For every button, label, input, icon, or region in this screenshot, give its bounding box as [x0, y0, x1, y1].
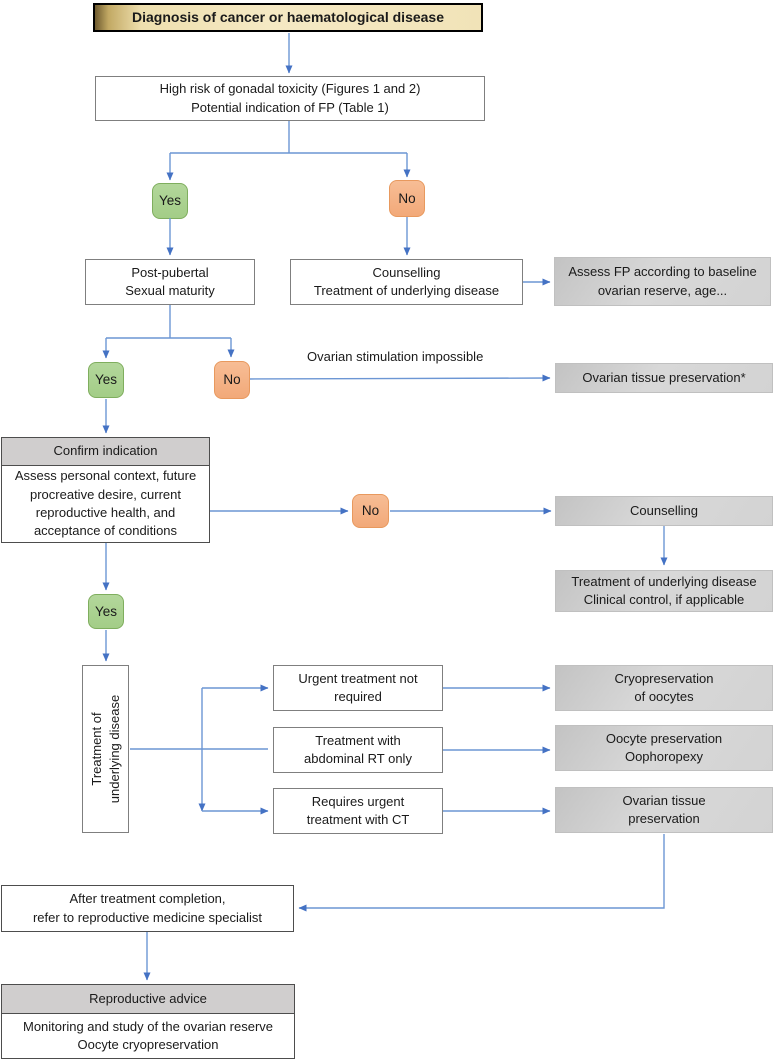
- abdominal-rt-line1: Treatment with: [315, 732, 401, 748]
- no-label: No: [361, 503, 380, 519]
- connector-vertical-branch: [130, 688, 268, 811]
- treatment-clinical-line1: Treatment of underlying disease: [571, 573, 757, 589]
- counselling-treatment-box: Counselling Treatment of underlying dise…: [290, 259, 523, 305]
- reproductive-body-line2: Oocyte cryopreservation: [77, 1037, 219, 1052]
- confirm-body-line4: acceptance of conditions: [33, 523, 178, 539]
- ovarian-tissue-preservation-star-text: Ovarian tissue preservation*: [582, 369, 746, 385]
- confirm-indication-header: Confirm indication: [2, 438, 209, 466]
- after-treatment-box: After treatment completion, refer to rep…: [1, 885, 294, 932]
- treatment-vertical-text: Treatment of underlying disease: [83, 665, 129, 833]
- connector-no2-ovariantissue: [249, 374, 551, 382]
- treatment-clinical-control-box: Treatment of underlying disease Clinical…: [555, 570, 773, 612]
- after-treatment-line2: refer to reproductive medicine specialis…: [32, 909, 263, 925]
- oocyte-preservation-oophoropexy-box: Oocyte preservation Oophoropexy: [555, 725, 773, 771]
- post-pubertal-line1: Post-pubertal: [131, 264, 209, 280]
- treatment-abdominal-rt-box: Treatment with abdominal RT only: [273, 727, 443, 773]
- reproductive-advice-body: Monitoring and study of the ovarian rese…: [2, 1014, 294, 1058]
- decision-yes-2: Yes: [88, 362, 124, 398]
- cryo-line2: of oocytes: [634, 689, 694, 704]
- post-pubertal-line2: Sexual maturity: [125, 283, 215, 298]
- no-label: No: [398, 190, 416, 206]
- treatment-underlying-disease-vertical-box: Treatment of underlying disease: [82, 665, 129, 833]
- urgent-not-line2: required: [334, 689, 382, 704]
- decision-no-1: No: [389, 180, 425, 217]
- after-treatment-line1: After treatment completion,: [69, 891, 226, 907]
- decision-no-3: No: [352, 494, 389, 528]
- connector-postpubertal-split: [106, 305, 231, 339]
- treatment-clinical-line2: Clinical control, if applicable: [583, 592, 745, 607]
- reproductive-advice-header: Reproductive advice: [2, 985, 294, 1014]
- post-pubertal-box: Post-pubertal Sexual maturity: [85, 259, 255, 305]
- reproductive-body-line1: Monitoring and study of the ovarian rese…: [22, 1018, 274, 1034]
- ovarian-tissue-line1: Ovarian tissue: [622, 792, 706, 808]
- urgent-treatment-not-required-box: Urgent treatment not required: [273, 665, 443, 711]
- decision-no-2: No: [214, 361, 250, 399]
- confirm-body-line3: reproductive health, and: [35, 505, 176, 520]
- yes-label: Yes: [94, 372, 118, 388]
- confirm-indication-title: Confirm indication: [53, 443, 158, 459]
- assess-fp-box: Assess FP according to baseline ovarian …: [554, 257, 771, 306]
- urgent-not-line1: Urgent treatment not: [298, 670, 418, 686]
- ovarian-tissue-preservation-box: Ovarian tissue preservation: [555, 787, 773, 833]
- high-risk-line2: Potential indication of FP (Table 1): [191, 99, 389, 115]
- ovarian-stimulation-impossible-label: Ovarian stimulation impossible: [307, 349, 484, 364]
- connector-highrisk-split: [170, 121, 407, 154]
- oocyte-line1: Oocyte preservation: [605, 730, 723, 746]
- confirm-body-line1: Assess personal context, future: [14, 468, 197, 484]
- ovarian-tissue-line2: preservation: [628, 811, 700, 826]
- abdominal-rt-line2: abdominal RT only: [304, 751, 412, 766]
- assess-fp-line2: ovarian reserve, age...: [597, 282, 728, 298]
- title-box: Diagnosis of cancer or haematological di…: [93, 3, 483, 32]
- reproductive-advice-box: Reproductive advice Monitoring and study…: [1, 984, 295, 1059]
- confirm-indication-box: Confirm indication Assess personal conte…: [1, 437, 210, 543]
- oocyte-line2: Oophoropexy: [624, 749, 704, 764]
- reproductive-advice-title: Reproductive advice: [89, 990, 207, 1006]
- yes-label: Yes: [94, 603, 118, 619]
- cryo-line1: Cryopreservation: [614, 670, 714, 686]
- assess-fp-line1: Assess FP according to baseline: [568, 264, 757, 280]
- ovarian-tissue-preservation-star-box: Ovarian tissue preservation*: [555, 363, 773, 393]
- counselling-box: Counselling: [555, 496, 773, 526]
- high-risk-box: High risk of gonadal toxicity (Figures 1…: [95, 76, 485, 121]
- high-risk-line1: High risk of gonadal toxicity (Figures 1…: [159, 81, 421, 97]
- confirm-indication-body: Assess personal context, future procreat…: [2, 466, 209, 542]
- urgent-ct-line1: Requires urgent: [311, 793, 405, 809]
- yes-label: Yes: [158, 193, 182, 209]
- urgent-ct-line2: treatment with CT: [306, 812, 410, 827]
- decision-yes-1: Yes: [152, 183, 188, 219]
- no-label: No: [223, 372, 241, 388]
- confirm-body-line2: procreative desire, current: [29, 486, 181, 502]
- cryopreservation-oocytes-box: Cryopreservation of oocytes: [555, 665, 773, 711]
- treatment-vertical-line2: underlying disease: [106, 694, 122, 804]
- treatment-vertical-line1: Treatment of: [88, 712, 104, 786]
- decision-yes-3: Yes: [88, 594, 124, 629]
- counselling-treatment-line1: Counselling: [372, 264, 441, 280]
- counselling-text: Counselling: [630, 502, 698, 518]
- title-text: Diagnosis of cancer or haematological di…: [132, 8, 444, 25]
- requires-urgent-ct-box: Requires urgent treatment with CT: [273, 788, 443, 834]
- connector-ovarian-aftertreatment: [298, 834, 665, 912]
- counselling-treatment-line2: Treatment of underlying disease: [313, 283, 500, 298]
